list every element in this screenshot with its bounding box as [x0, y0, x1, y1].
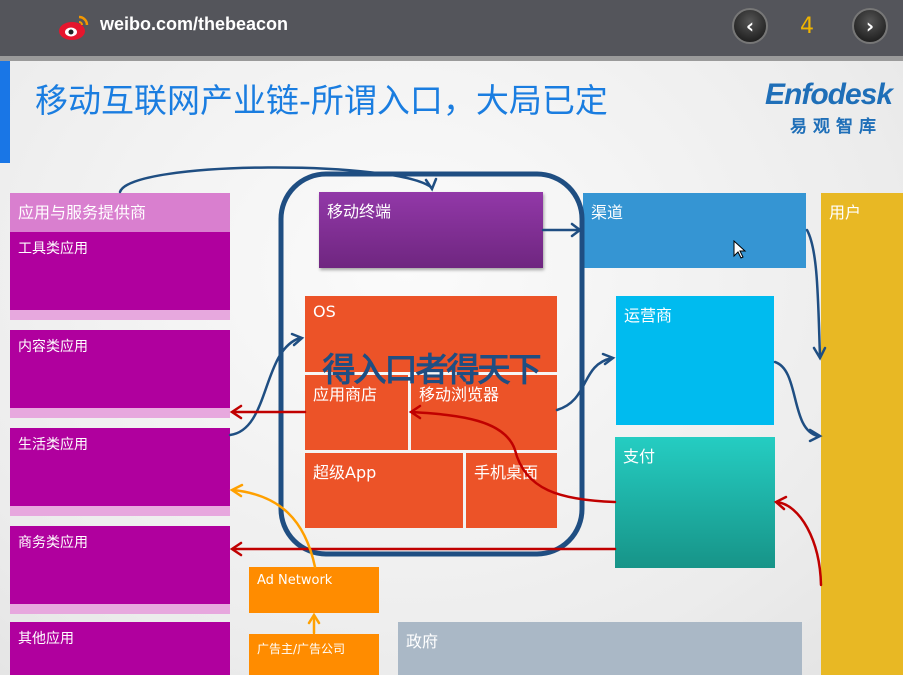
- operator: 运营商: [616, 296, 774, 425]
- weibo-logo-icon: [59, 15, 89, 40]
- arrow-life-os: [228, 336, 302, 437]
- accent-bar: [0, 61, 10, 163]
- app-store: 应用商店: [305, 375, 408, 450]
- divider: [0, 56, 903, 61]
- page-number: 4: [800, 14, 814, 39]
- slide-title: 移动互联网产业链-所谓入口，大局已定: [35, 81, 608, 120]
- advertiser: 广告主/广告公司: [249, 634, 379, 675]
- channel: 渠道: [583, 193, 806, 268]
- mobile-terminal: 移动终端: [319, 192, 543, 268]
- business-apps: 商务类应用: [10, 526, 230, 614]
- super-app: 超级App: [305, 453, 463, 528]
- mobile-browser: 移动浏览器: [411, 375, 557, 450]
- arrow-adnetwork-providers: [231, 488, 317, 569]
- prev-page-button[interactable]: ‹: [732, 8, 768, 44]
- arrow-channel-users: [805, 228, 822, 359]
- slogan: 得入口者得天下: [322, 350, 542, 389]
- arrow-providers-terminal: [118, 166, 434, 194]
- enfodesk-logo: Enfodesk 易观智库: [765, 78, 895, 137]
- arrow-browser-operator: [555, 356, 614, 412]
- arrow-operator-users: [773, 360, 820, 438]
- next-page-button[interactable]: ›: [852, 8, 888, 44]
- arrow-payment-browser: [410, 410, 617, 504]
- logo-en: Enfodesk: [765, 78, 893, 111]
- logo-cn: 易观智库: [790, 117, 882, 137]
- other-apps: 其他应用: [10, 622, 230, 675]
- site-url[interactable]: weibo.com/thebeacon: [100, 14, 289, 34]
- users: 用户: [821, 193, 903, 675]
- arrow-users-payment: [775, 500, 823, 587]
- content-apps: 内容类应用: [10, 330, 230, 418]
- life-apps: 生活类应用: [10, 428, 230, 516]
- mouse-cursor-icon: [733, 240, 747, 259]
- entry-frame: [278, 171, 585, 557]
- tool-apps: 工具类应用: [10, 232, 230, 320]
- providers-header: 应用与服务提供商: [10, 193, 230, 232]
- os-box: OS: [305, 296, 557, 372]
- ad-network: Ad Network: [249, 567, 379, 613]
- government: 政府: [398, 622, 802, 675]
- payment: 支付: [615, 437, 775, 568]
